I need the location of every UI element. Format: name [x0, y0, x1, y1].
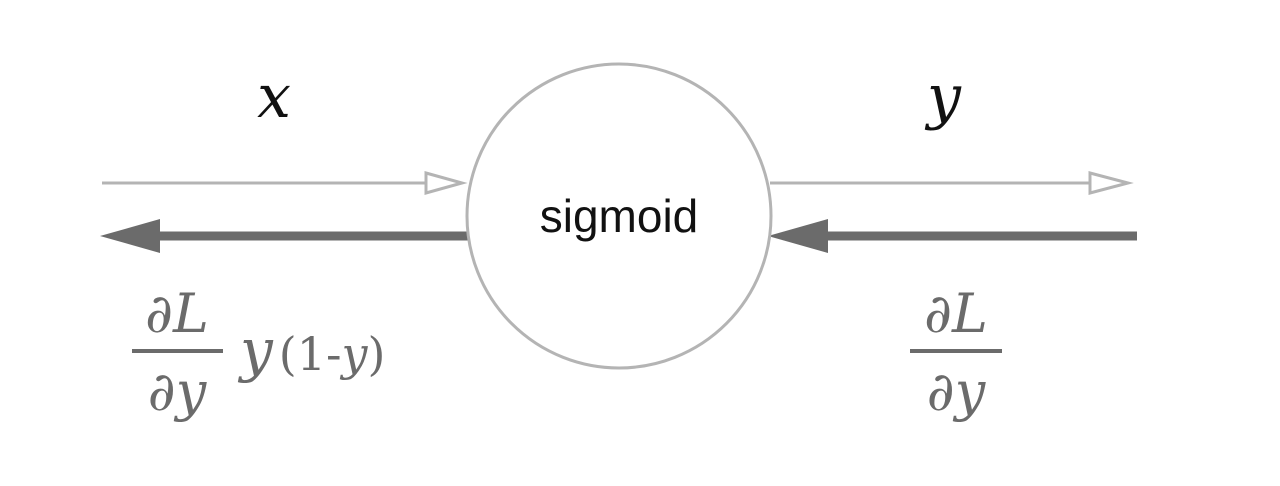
downstream-gradient-factor: y(1-y): [237, 316, 386, 384]
factor-open: (1-: [279, 327, 342, 381]
forward-output-arrow: [770, 171, 1134, 195]
factor-y: y: [237, 316, 274, 384]
downstream-gradient-numerator: ∂L: [145, 282, 209, 345]
downstream-gradient-denominator: ∂y: [148, 360, 208, 423]
upstream-gradient-numerator: ∂L: [924, 282, 988, 345]
factor-close: ): [368, 327, 386, 381]
upstream-gradient-expression: ∂L ∂y: [910, 282, 1002, 423]
backward-output-arrow: [100, 219, 470, 253]
forward-input-label: x: [257, 62, 291, 132]
upstream-gradient-denominator: ∂y: [927, 360, 987, 423]
forward-input-arrow: [102, 171, 468, 195]
backward-input-arrow: [768, 219, 1137, 253]
forward-output-label: y: [924, 62, 962, 132]
factor-y2: y: [340, 327, 369, 381]
sigmoid-node-label: sigmoid: [540, 190, 699, 242]
downstream-gradient-expression: ∂L ∂y y(1-y): [132, 282, 386, 423]
sigmoid-node: sigmoid: [465, 62, 773, 370]
